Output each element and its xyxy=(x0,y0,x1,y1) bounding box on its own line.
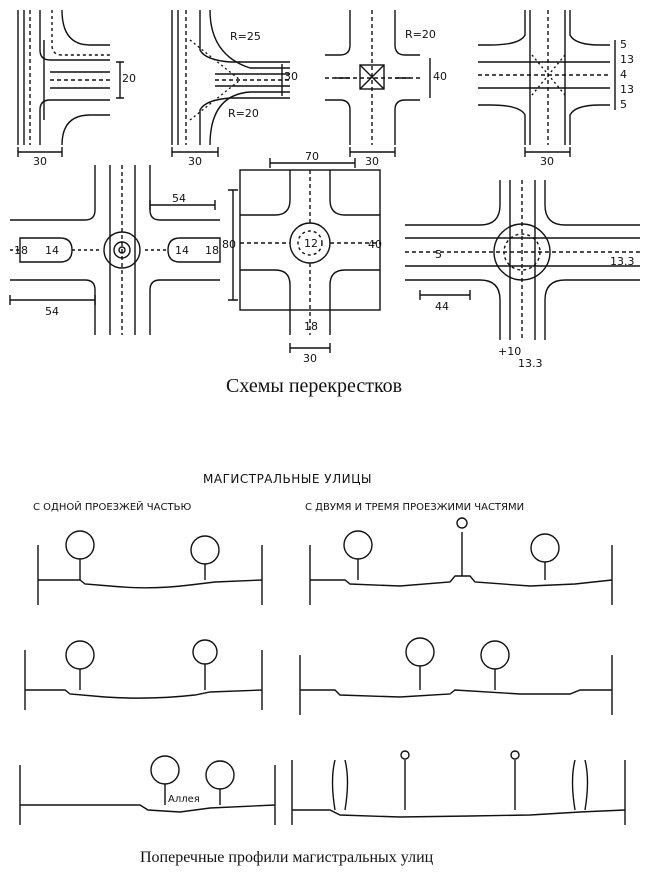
scheme2-label-30a: 30 xyxy=(284,70,298,83)
scheme1-label-30: 30 xyxy=(33,155,47,168)
scheme6-label-18: 18 xyxy=(304,320,318,333)
scheme2-label-r25: R=25 xyxy=(230,30,261,43)
scheme7-label-13-3a: 13.3 xyxy=(610,255,635,268)
scheme7-label-44: 44 xyxy=(435,300,449,313)
alley-label: Аллея xyxy=(168,794,200,805)
scheme5-label-54b: 54 xyxy=(45,305,59,318)
scheme-four-arm-circle xyxy=(228,158,381,353)
section-heading: МАГИСТРАЛЬНЫЕ УЛИЦЫ xyxy=(203,472,372,486)
left-column-heading: С ОДНОЙ ПРОЕЗЖЕЙ ЧАСТЬЮ xyxy=(33,500,191,513)
street-profile-right-2 xyxy=(299,637,613,715)
bottom-caption: Поперечные профили магистральных улиц xyxy=(140,849,434,866)
scheme7-label-13-3b: 13.3 xyxy=(518,357,543,370)
scheme3-label-r20: R=20 xyxy=(405,28,436,41)
street-profile-left-3 xyxy=(19,755,276,825)
scheme6-label-40: 40 xyxy=(368,238,382,251)
top-caption: Схемы перекрестков xyxy=(226,375,402,397)
scheme6-label-30: 30 xyxy=(303,352,317,365)
street-profile-right-3 xyxy=(291,750,626,825)
scheme4-label-4: 4 xyxy=(620,68,627,81)
street-profile-right-1 xyxy=(309,517,613,605)
scheme4-label-5b: 5 xyxy=(620,98,627,111)
street-profile-left-2 xyxy=(24,639,263,710)
scheme-cross-square xyxy=(325,10,431,157)
scheme-roundabout-islands xyxy=(9,165,221,335)
scheme-labels: 20 30 R=25 30 R=20 30 R=20 40 30 5 13 4 … xyxy=(14,28,635,370)
scheme5-label-18a: 18 xyxy=(14,244,28,257)
scheme5-label-18b: 18 xyxy=(205,244,219,257)
scheme6-label-70: 70 xyxy=(305,150,319,163)
scheme6-label-80: 80 xyxy=(222,238,236,251)
scheme4-label-13b: 13 xyxy=(620,83,634,96)
scheme2-label-r20: R=20 xyxy=(228,107,259,120)
scheme3-label-30: 30 xyxy=(365,155,379,168)
scheme4-label-13a: 13 xyxy=(620,53,634,66)
scheme-angled-junction xyxy=(171,9,290,157)
right-column-heading: С ДВУМЯ И ТРЕМЯ ПРОЕЗЖИМИ ЧАСТЯМИ xyxy=(305,502,524,513)
scheme3-label-40: 40 xyxy=(433,70,447,83)
street-profile-left-1 xyxy=(37,530,263,605)
scheme7-label-5: 5 xyxy=(435,248,442,261)
scheme2-label-30b: 30 xyxy=(188,155,202,168)
scheme-cross-wide xyxy=(478,10,616,157)
scheme1-label-20: 20 xyxy=(122,72,136,85)
scheme5-label-54a: 54 xyxy=(172,192,186,205)
scheme6-label-12: 12 xyxy=(304,237,318,250)
scheme7-label-plus10: +10 xyxy=(498,345,521,358)
scheme-large-roundabout xyxy=(405,180,640,340)
scheme5-label-14a: 14 xyxy=(45,244,59,257)
scheme4-label-30: 30 xyxy=(540,155,554,168)
scheme4-label-5a: 5 xyxy=(620,38,627,51)
scheme-t-junction xyxy=(17,9,124,157)
scheme5-label-14b: 14 xyxy=(175,244,189,257)
